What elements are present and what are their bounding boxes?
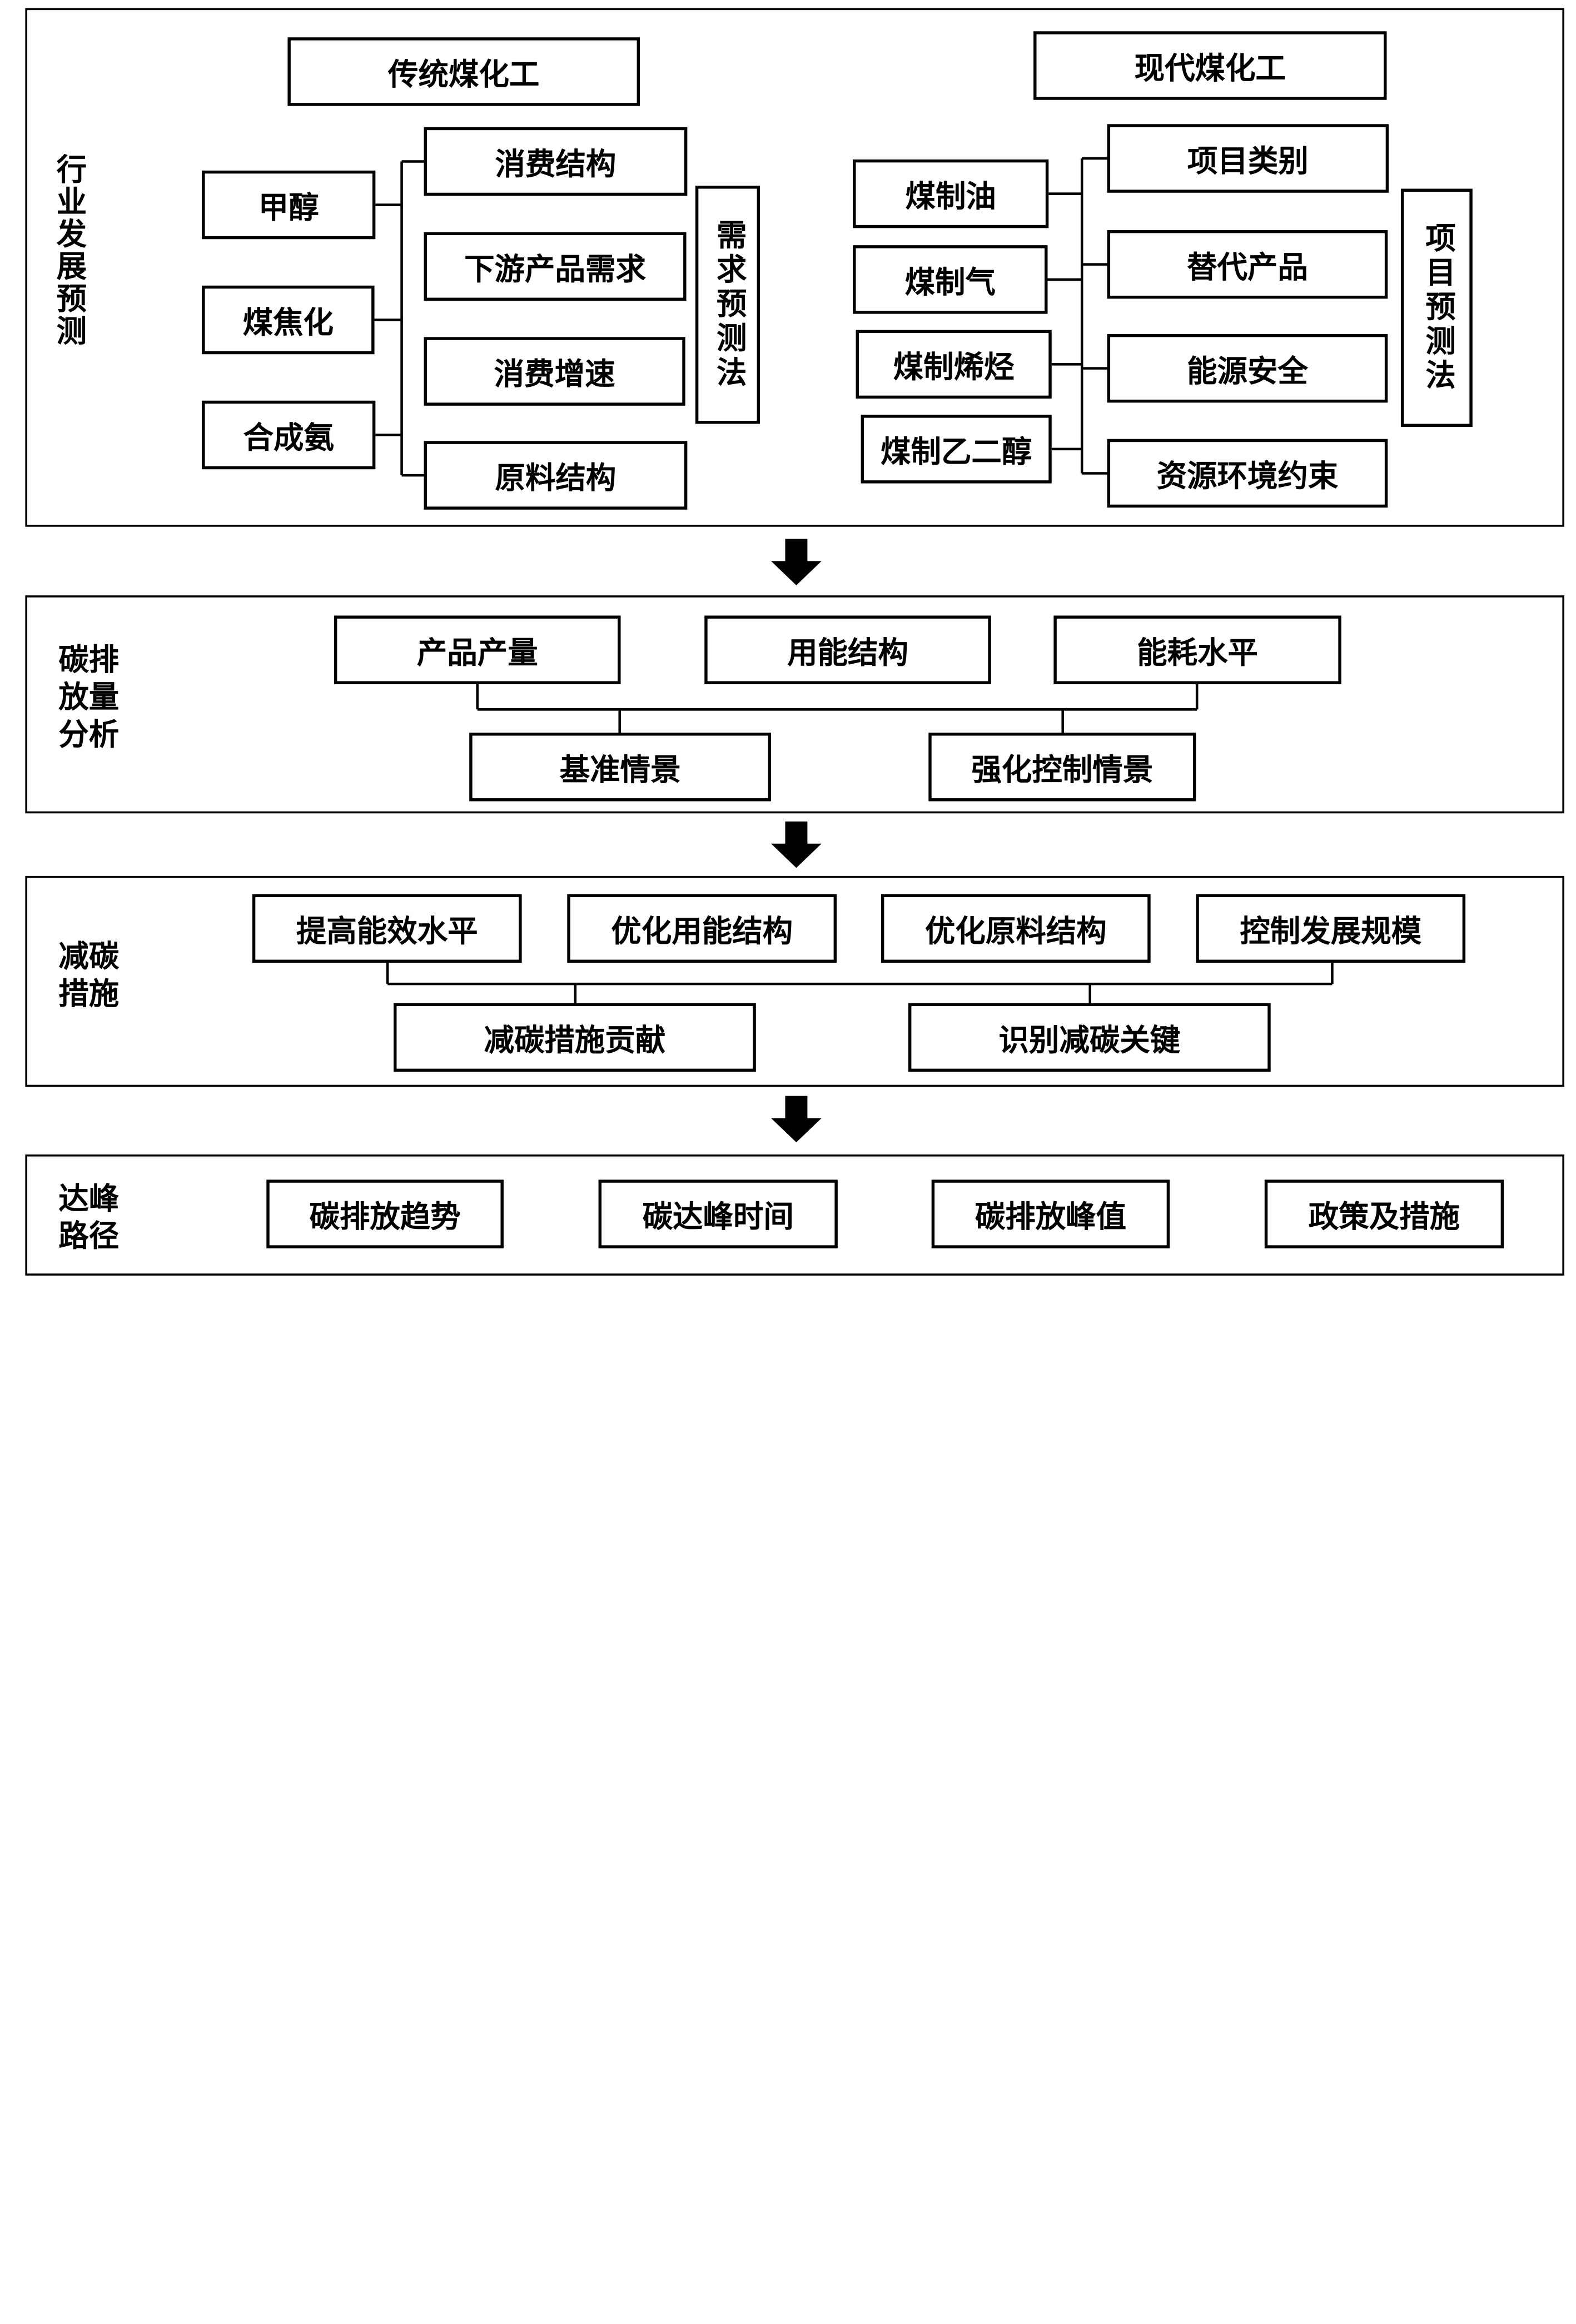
down-arrow-icon	[771, 539, 822, 585]
label-reduction-measures: 减碳 措施	[58, 938, 119, 1013]
scenario-enhanced-control: 强化控制情景	[928, 733, 1196, 802]
label-peak-pathway-line: 路径	[58, 1219, 120, 1255]
factor-resource-environment: 资源环境约束	[1107, 439, 1388, 508]
scenario-baseline: 基准情景	[469, 733, 772, 802]
traditional-input-methanol: 甲醇	[202, 170, 376, 240]
modern-input-coal-to-olefins: 煤制烯烃	[856, 330, 1052, 399]
modern-input-coal-to-oil: 煤制油	[853, 159, 1049, 228]
method-project-forecast: 项目预测法	[1400, 188, 1473, 427]
down-arrow-icon	[771, 821, 822, 868]
label-industry-forecast: 行业发展预测	[50, 153, 86, 347]
peak-value: 碳排放峰值	[931, 1180, 1170, 1248]
measure-optimize-feedstock-structure: 优化原料结构	[881, 894, 1151, 963]
label-reduction-measures-line: 措施	[58, 977, 120, 1012]
modern-input-coal-to-gas: 煤制气	[853, 245, 1048, 314]
label-emission-analysis: 碳排 放量 分析	[58, 642, 119, 754]
method-project-forecast-text: 项目预测法	[1419, 222, 1455, 394]
method-demand-forecast: 需求预测法	[695, 186, 760, 424]
modern-input-coal-to-glycol: 煤制乙二醇	[861, 415, 1052, 484]
label-emission-analysis-line: 分析	[58, 717, 120, 753]
label-emission-analysis-line: 碳排	[58, 643, 120, 679]
traditional-input-ammonia: 合成氨	[202, 400, 376, 470]
factor-substitute-products: 替代产品	[1107, 230, 1388, 299]
driver-energy-consumption-level: 能耗水平	[1053, 615, 1341, 684]
factor-energy-security: 能源安全	[1107, 334, 1388, 403]
peak-emission-trend: 碳排放趋势	[266, 1180, 504, 1248]
down-arrow-icon	[771, 1096, 822, 1143]
factor-project-category: 项目类别	[1107, 124, 1389, 193]
label-emission-analysis-line: 放量	[58, 680, 120, 716]
measure-improve-efficiency: 提高能效水平	[252, 894, 522, 963]
method-demand-forecast-text: 需求预测法	[710, 218, 746, 391]
modern-coal-chem-title: 现代煤化工	[1033, 31, 1387, 100]
factor-consumption-growth: 消费增速	[424, 337, 685, 406]
traditional-coal-chem-title: 传统煤化工	[287, 37, 640, 106]
label-peak-pathway-line: 达峰	[58, 1181, 120, 1217]
factor-consumption-structure: 消费结构	[424, 127, 688, 196]
measure-control-scale: 控制发展规模	[1196, 894, 1466, 963]
label-peak-pathway: 达峰 路径	[58, 1181, 119, 1255]
peak-policies-measures: 政策及措施	[1264, 1180, 1504, 1248]
driver-product-output: 产品产量	[334, 615, 621, 684]
label-reduction-measures-line: 减碳	[58, 939, 120, 975]
measure-optimize-energy-structure: 优化用能结构	[567, 894, 837, 963]
factor-downstream-demand: 下游产品需求	[424, 232, 687, 301]
output-identify-key-measures: 识别减碳关键	[908, 1003, 1271, 1072]
peak-timing: 碳达峰时间	[598, 1180, 838, 1248]
output-measure-contribution: 减碳措施贡献	[394, 1003, 756, 1072]
driver-energy-structure: 用能结构	[704, 615, 991, 684]
traditional-input-coking: 煤焦化	[202, 285, 375, 355]
connector-lines	[374, 157, 1334, 1143]
factor-feedstock-structure: 原料结构	[424, 441, 688, 510]
